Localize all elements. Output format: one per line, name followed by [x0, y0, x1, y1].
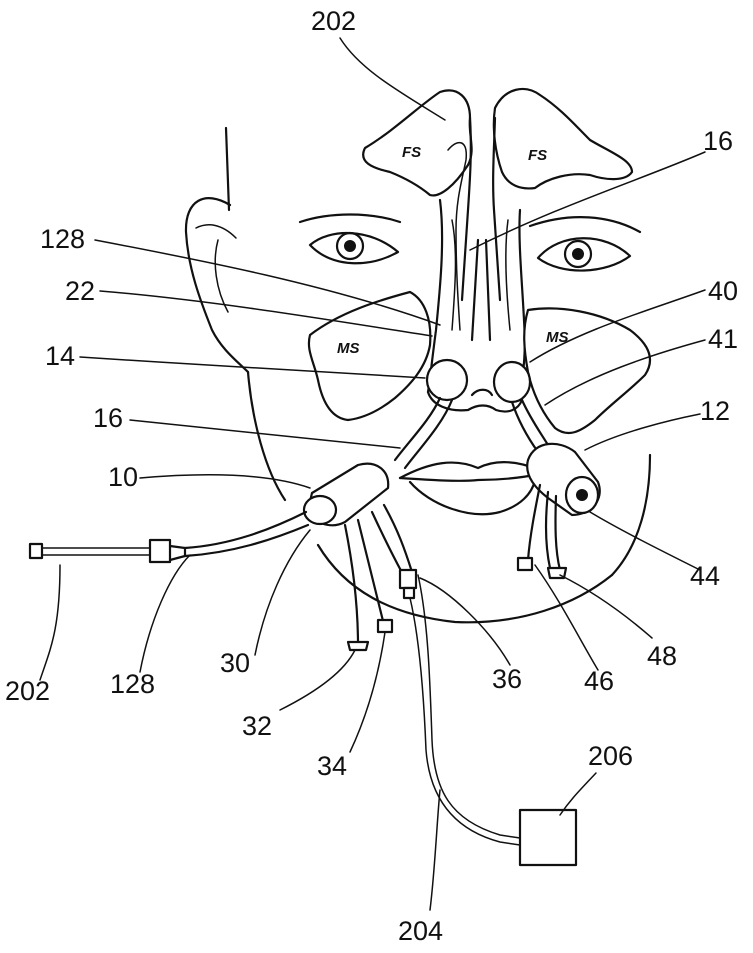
connector-46	[518, 558, 532, 570]
left-eye	[310, 233, 398, 263]
wire-end-202	[30, 544, 42, 558]
frontal-sinus-right: FS	[494, 89, 632, 188]
hub-10-end	[304, 496, 336, 524]
label-204: 204	[398, 916, 443, 946]
label-32: 32	[242, 711, 272, 741]
label-16-mid: 16	[93, 403, 123, 433]
label-128-bottom: 128	[110, 669, 155, 699]
label-44: 44	[690, 561, 720, 591]
label-202-bottom: 202	[5, 676, 50, 706]
label-41: 41	[708, 324, 738, 354]
luer-fitting	[150, 540, 170, 562]
connector-32	[348, 642, 368, 650]
device-206	[520, 810, 576, 865]
label-36: 36	[492, 664, 522, 694]
fs-left-label: FS	[402, 144, 421, 161]
label-202-top: 202	[311, 6, 356, 36]
connector-34	[378, 620, 392, 632]
connector-36	[400, 570, 416, 588]
label-16-top: 16	[703, 126, 733, 156]
left-catheter-assembly	[30, 360, 576, 865]
label-14: 14	[45, 341, 75, 371]
label-48: 48	[647, 641, 677, 671]
label-206: 206	[588, 741, 633, 771]
mouth	[400, 462, 540, 514]
label-22: 22	[65, 276, 95, 306]
balloon-40	[494, 362, 530, 402]
maxillary-sinus-right: MS	[524, 308, 650, 433]
label-40: 40	[708, 276, 738, 306]
right-eye	[538, 238, 630, 270]
label-34: 34	[317, 751, 347, 781]
label-46: 46	[584, 666, 614, 696]
ms-left-label: MS	[337, 340, 360, 357]
label-12: 12	[700, 396, 730, 426]
maxillary-sinus-left: MS	[309, 292, 430, 420]
fs-right-label: FS	[528, 147, 547, 164]
label-30: 30	[220, 648, 250, 678]
label-10: 10	[108, 462, 138, 492]
balloon-14	[427, 360, 467, 400]
label-128-top: 128	[40, 224, 85, 254]
